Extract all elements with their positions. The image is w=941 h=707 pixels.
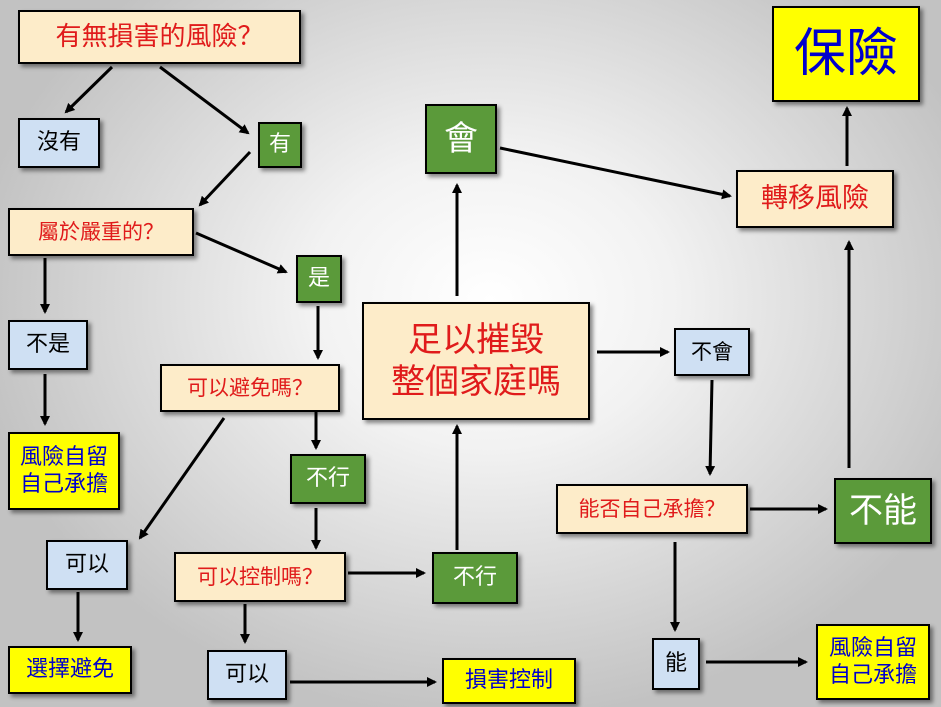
arrow-q2-to-yes2 bbox=[195, 231, 288, 274]
answer-will: 會 bbox=[425, 104, 497, 174]
question-any-risk: 有無損害的風險？ bbox=[18, 10, 301, 64]
answer-yes: 有 bbox=[258, 122, 302, 168]
action-transfer-risk: 轉移風險 bbox=[736, 170, 894, 228]
answer-can-avoid: 可以 bbox=[46, 540, 128, 590]
result-retain-risk-left: 風險自留 自己承擔 bbox=[8, 432, 120, 510]
answer-will-not: 不會 bbox=[674, 328, 750, 376]
question-destroy-family: 足以摧毀 整個家庭嗎 bbox=[362, 302, 590, 420]
result-insurance: 保險 bbox=[772, 6, 920, 102]
question-controllable: 可以控制嗎？ bbox=[174, 552, 346, 602]
arrow-yes-to-q2 bbox=[198, 150, 252, 207]
answer-can-control: 可以 bbox=[207, 650, 287, 700]
arrow-q3-to-can bbox=[138, 417, 226, 540]
answer-not-serious: 不是 bbox=[8, 320, 88, 370]
result-retain-risk-right: 風險自留 自己承擔 bbox=[816, 624, 930, 700]
result-damage-control: 損害控制 bbox=[442, 658, 576, 704]
answer-cannot-control: 不行 bbox=[432, 552, 518, 604]
arrow-will-to-transfer bbox=[499, 146, 732, 200]
arrow-q1-to-no bbox=[64, 65, 114, 114]
answer-no: 沒有 bbox=[18, 118, 100, 168]
answer-cannot-bear: 不能 bbox=[834, 478, 932, 544]
question-avoidable: 可以避免嗎？ bbox=[160, 364, 340, 412]
answer-cannot-avoid: 不行 bbox=[290, 454, 366, 504]
question-serious: 屬於嚴重的？ bbox=[8, 208, 194, 256]
answer-yes-serious: 是 bbox=[296, 255, 342, 303]
result-choose-avoid: 選擇避免 bbox=[8, 646, 132, 694]
question-can-bear: 能否自己承擔？ bbox=[556, 484, 748, 534]
answer-can-bear: 能 bbox=[652, 638, 700, 690]
arrow-wont-to-q6 bbox=[705, 379, 716, 476]
arrow-q1-to-yes bbox=[159, 65, 250, 135]
